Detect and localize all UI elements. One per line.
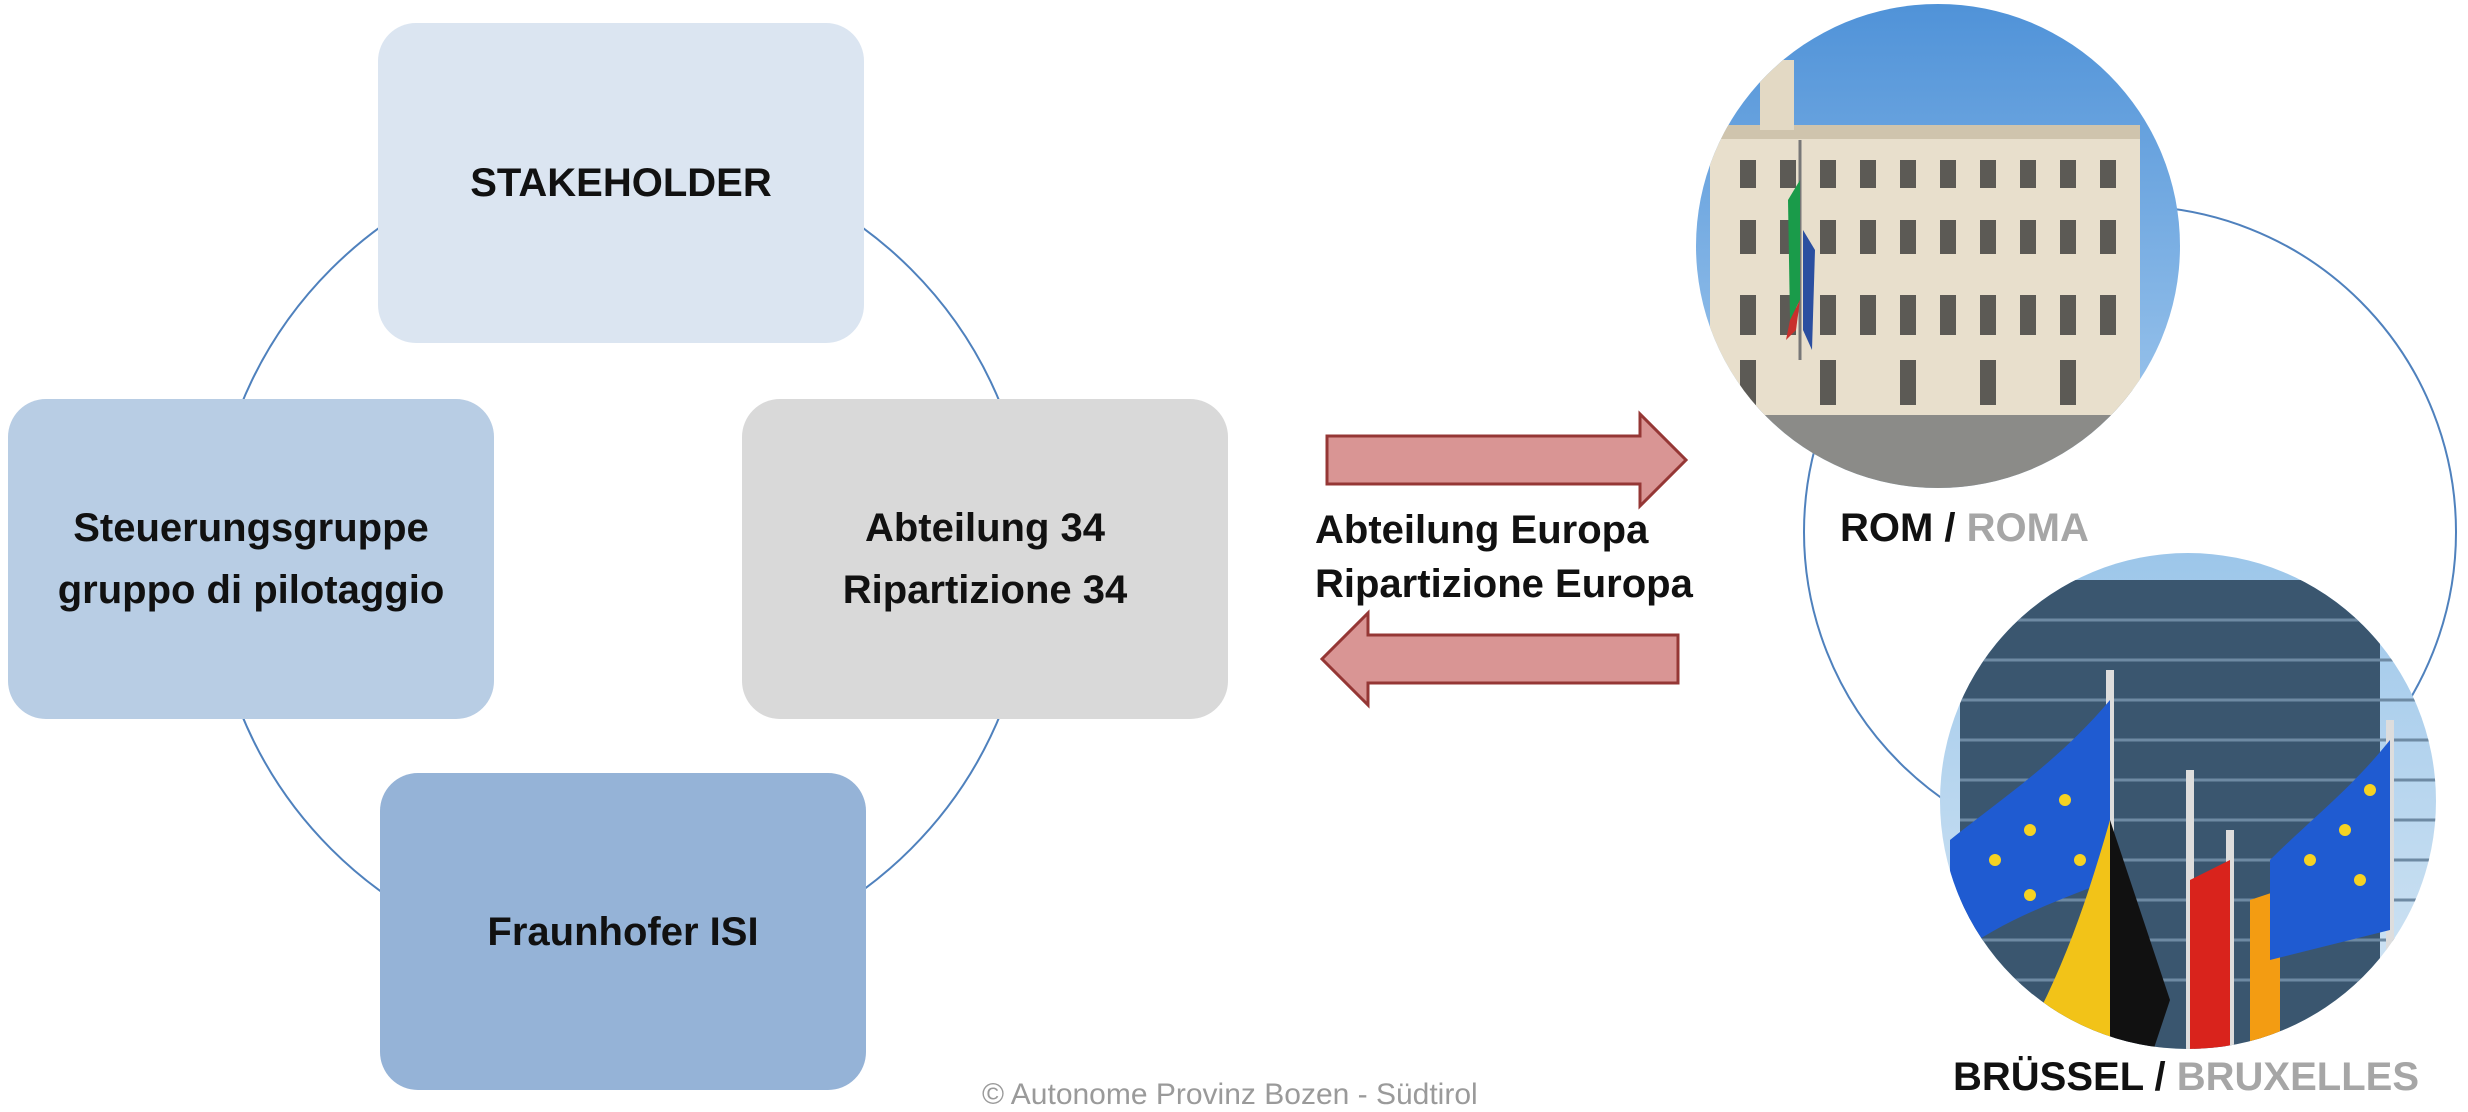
europe-department-label: Abteilung Europa Ripartizione Europa xyxy=(1315,503,1693,611)
department-34-box: Abteilung 34 Ripartizione 34 xyxy=(742,399,1228,719)
rome-label-de: ROM / xyxy=(1840,506,1967,550)
rome-label: ROM / ROMA xyxy=(1840,505,2089,551)
steering-group-box: Steuerungsgruppe gruppo di pilotaggio xyxy=(8,399,494,719)
rome-label-it: ROMA xyxy=(1966,506,2089,550)
arrow-right-icon xyxy=(1325,410,1689,510)
department-34-label-it: Ripartizione 34 xyxy=(842,568,1128,612)
steering-group-label-de: Steuerungsgruppe xyxy=(73,506,429,550)
brussels-label: BRÜSSEL / BRUXELLES xyxy=(1953,1054,2419,1100)
fraunhofer-box: Fraunhofer ISI xyxy=(380,773,866,1090)
arrow-left-icon xyxy=(1319,609,1680,709)
brussels-parliament-photo xyxy=(1940,553,2436,1049)
brussels-label-de: BRÜSSEL / xyxy=(1953,1055,2177,1099)
stakeholder-box: STAKEHOLDER xyxy=(378,23,864,343)
rome-palace-photo xyxy=(1696,4,2180,488)
department-34-label-de: Abteilung 34 xyxy=(864,506,1106,550)
copyright-notice: © Autonome Provinz Bozen - Südtirol xyxy=(982,1078,1478,1111)
europe-department-label-de: Abteilung Europa xyxy=(1315,508,1649,552)
fraunhofer-label: Fraunhofer ISI xyxy=(487,909,759,954)
steering-group-label-it: gruppo di pilotaggio xyxy=(57,568,445,612)
europe-department-label-it: Ripartizione Europa xyxy=(1315,562,1693,606)
stakeholder-label: STAKEHOLDER xyxy=(470,161,772,205)
brussels-label-fr: BRUXELLES xyxy=(2176,1055,2419,1099)
